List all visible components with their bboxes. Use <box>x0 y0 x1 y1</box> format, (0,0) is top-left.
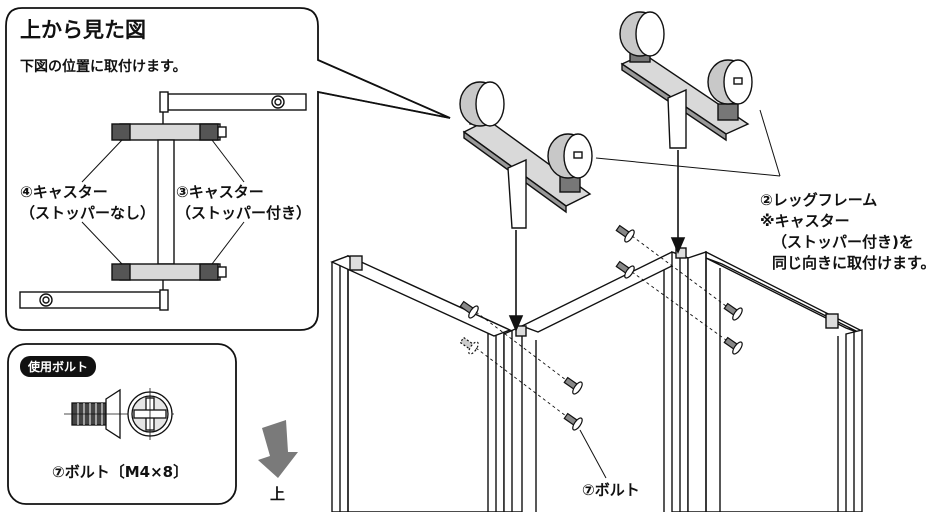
bolt-panel <box>7 343 237 505</box>
screw-guide-lines <box>475 235 727 417</box>
leg-frame-note-line3: （ストッパー付き)を <box>772 233 914 251</box>
top-view-subtitle: 下図の位置に取付けます。 <box>20 59 187 75</box>
callout-leader-lines <box>579 109 781 479</box>
screw-icons <box>459 224 743 431</box>
caster3-line1: ③キャスター <box>176 183 264 201</box>
top-view-panel <box>5 7 451 331</box>
assembly-arrows <box>508 150 686 333</box>
direction-label: 上 <box>270 485 286 503</box>
top-view-leader-lines <box>81 139 245 265</box>
bolt-caption: ⑦ボルト〔M4×8〕 <box>52 463 189 481</box>
caster4-line1: ④キャスター <box>20 183 108 201</box>
bolt-callout-label: ⑦ボルト <box>582 481 640 499</box>
leg-frame-note-line1: ②レッグフレーム <box>760 191 878 209</box>
cabinet-frame <box>330 247 863 512</box>
top-view-frame <box>19 91 307 311</box>
caster4-label: ④キャスター （ストッパーなし） <box>20 182 155 224</box>
caster4-line2: （ストッパーなし） <box>20 204 156 222</box>
bolt-head-icon <box>127 388 173 440</box>
leg-frame-right <box>619 11 753 149</box>
bolt-badge: 使用ボルト <box>20 356 97 377</box>
leg-frame-note-line4: 同じ向きに取付けます。 <box>772 254 930 272</box>
bolt-icon <box>64 388 174 440</box>
caster3-label: ③キャスター （ストッパー付き） <box>176 182 311 224</box>
leg-frame-note: ②レッグフレーム ※キャスター （ストッパー付き)を 同じ向きに取付けます。 <box>760 190 930 274</box>
down-arrow-icon <box>258 420 298 478</box>
caster-icon <box>459 81 593 179</box>
leg-frame-note-line2: ※キャスター <box>760 212 850 230</box>
caster3-line2: （ストッパー付き） <box>176 204 312 222</box>
top-view-title: 上から見た図 <box>20 18 146 42</box>
